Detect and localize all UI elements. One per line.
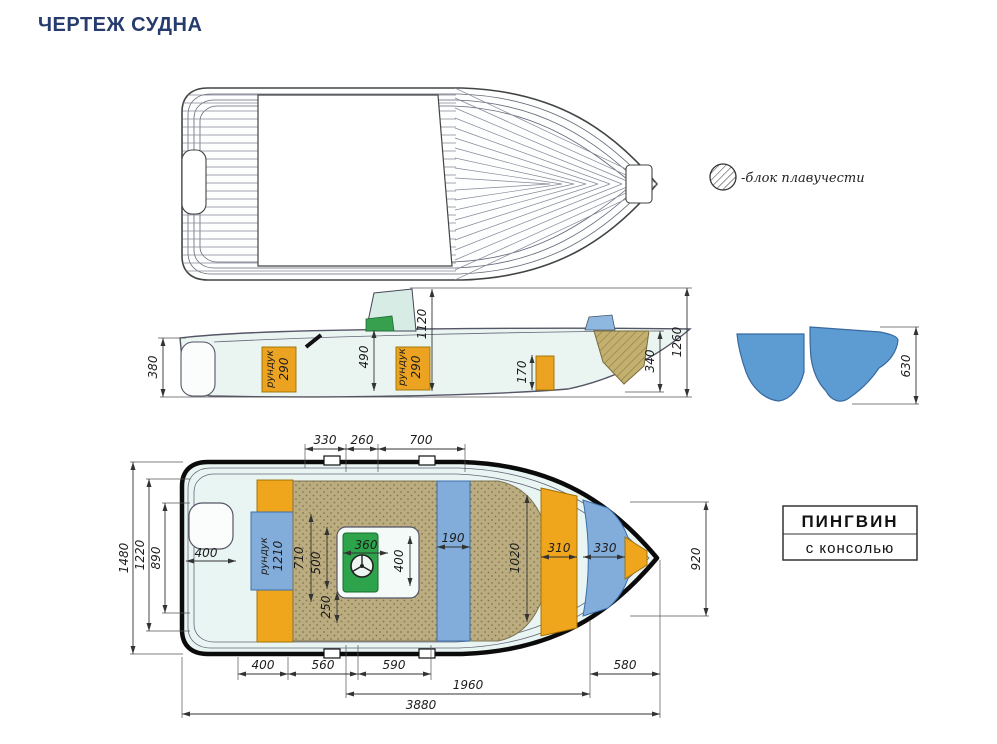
dim-bottom-590: 590 xyxy=(383,658,406,672)
cleat-marker xyxy=(418,455,436,466)
cleat-marker xyxy=(323,648,341,659)
nameplate-box xyxy=(782,505,918,561)
ext-line xyxy=(304,444,466,472)
page-title: ЧЕРТЕЖ СУДНА xyxy=(38,14,203,36)
stern-motor-recess xyxy=(181,149,207,215)
dim-bow-block: 340 xyxy=(643,349,657,372)
dim-top-3: 700 xyxy=(410,433,433,447)
dim-total-length: 3880 xyxy=(406,698,437,712)
thwart-seat xyxy=(436,480,471,642)
bow-locker xyxy=(624,536,648,580)
dim-beam-max: 1480 xyxy=(117,542,131,573)
dim-stern-seat: 400 xyxy=(195,546,218,560)
side-view-dimensions: 380 рундук 290 490 1120 рундук 290 170 3… xyxy=(146,287,692,398)
ext-line xyxy=(158,287,692,398)
dim-bottom-560: 560 xyxy=(312,658,335,672)
dim-locker-length: 1210 xyxy=(271,540,285,571)
bow-chevron-lines xyxy=(454,88,657,280)
dim-windshield-height: 1120 xyxy=(415,308,429,339)
nameplate: ПИНГВИН с консолью xyxy=(782,505,918,561)
cleat-marker xyxy=(323,455,341,466)
plan-view-dimensions: 330 260 700 1480 1220 890 400 рундук 121… xyxy=(117,433,709,718)
front-seat xyxy=(250,511,298,591)
ext-line xyxy=(130,461,190,655)
dim-330: 330 xyxy=(594,541,617,555)
side-view: 380 рундук 290 490 1120 рундук 290 170 3… xyxy=(146,287,692,398)
side-deck-line xyxy=(213,330,641,343)
dim-overall-height: 1260 xyxy=(670,326,684,357)
locker-front-label: рундук xyxy=(265,350,276,389)
plan-interior-view: 330 260 700 1480 1220 890 400 рундук 121… xyxy=(117,433,709,718)
legend-label: -блок плавучести xyxy=(741,171,865,186)
dim-bow-beam: 920 xyxy=(689,547,703,570)
dim-400-mid: 400 xyxy=(392,549,406,572)
dim-thwart-width: 190 xyxy=(442,531,465,545)
gunwale-step-3 xyxy=(199,105,634,263)
windshield-base xyxy=(365,315,395,332)
gunwale-step-2 xyxy=(193,99,642,269)
gunwale-step-1 xyxy=(187,93,650,275)
stern-seat xyxy=(188,502,234,550)
dim-beam-cockpit: 1220 xyxy=(133,539,147,570)
boat-model-variant: с консолью xyxy=(806,540,895,557)
section-half-right xyxy=(809,326,899,402)
cross-section-view: 630 xyxy=(736,326,919,405)
dim-locker-mid: 290 xyxy=(409,355,423,378)
dim-section-depth: 630 xyxy=(899,354,913,377)
bow-seat-back xyxy=(584,314,616,331)
bow-locker-hatch xyxy=(625,164,653,204)
dim-bottom-580: 580 xyxy=(614,658,637,672)
cleat-marker xyxy=(418,648,436,659)
side-locker-front xyxy=(261,346,297,393)
dim-top-2: 260 xyxy=(351,433,374,447)
dim-floor-width: 1020 xyxy=(508,542,522,573)
dim-250: 250 xyxy=(319,595,333,618)
dim-console-height: 490 xyxy=(357,345,371,368)
dim-top-1: 330 xyxy=(314,433,337,447)
legend: -блок плавучести xyxy=(709,163,865,191)
cross-section-dimensions: 630 xyxy=(852,326,919,405)
dim-bottom-1960: 1960 xyxy=(453,678,484,692)
dim-console-width: 360 xyxy=(355,538,378,552)
aft-locker-band xyxy=(540,487,578,637)
section-half-left xyxy=(736,333,805,402)
dim-locker-front: 290 xyxy=(277,357,291,380)
buoyancy-hatch-icon xyxy=(709,163,737,191)
side-motor-well xyxy=(180,341,216,397)
locker-mid-label: рундук xyxy=(397,348,408,387)
ext-line xyxy=(630,501,709,617)
cockpit-opening xyxy=(257,94,453,267)
dim-bottom-400: 400 xyxy=(252,658,275,672)
boat-model-name: ПИНГВИН xyxy=(801,512,898,531)
side-locker-aft xyxy=(535,355,555,391)
top-deck-view xyxy=(181,87,659,281)
ext-line xyxy=(852,326,919,405)
dim-310: 310 xyxy=(548,541,571,555)
bow-buoyancy-block xyxy=(593,330,650,385)
dim-stern-height: 380 xyxy=(146,355,160,378)
dim-beam-floor: 890 xyxy=(149,546,163,569)
dim-710: 710 xyxy=(292,546,306,569)
dim-500: 500 xyxy=(309,551,323,574)
cleat-mark xyxy=(304,333,323,349)
locker-label: рундук xyxy=(259,537,270,576)
dim-locker-aft: 170 xyxy=(515,360,529,383)
steering-wheel-icon xyxy=(350,554,374,578)
